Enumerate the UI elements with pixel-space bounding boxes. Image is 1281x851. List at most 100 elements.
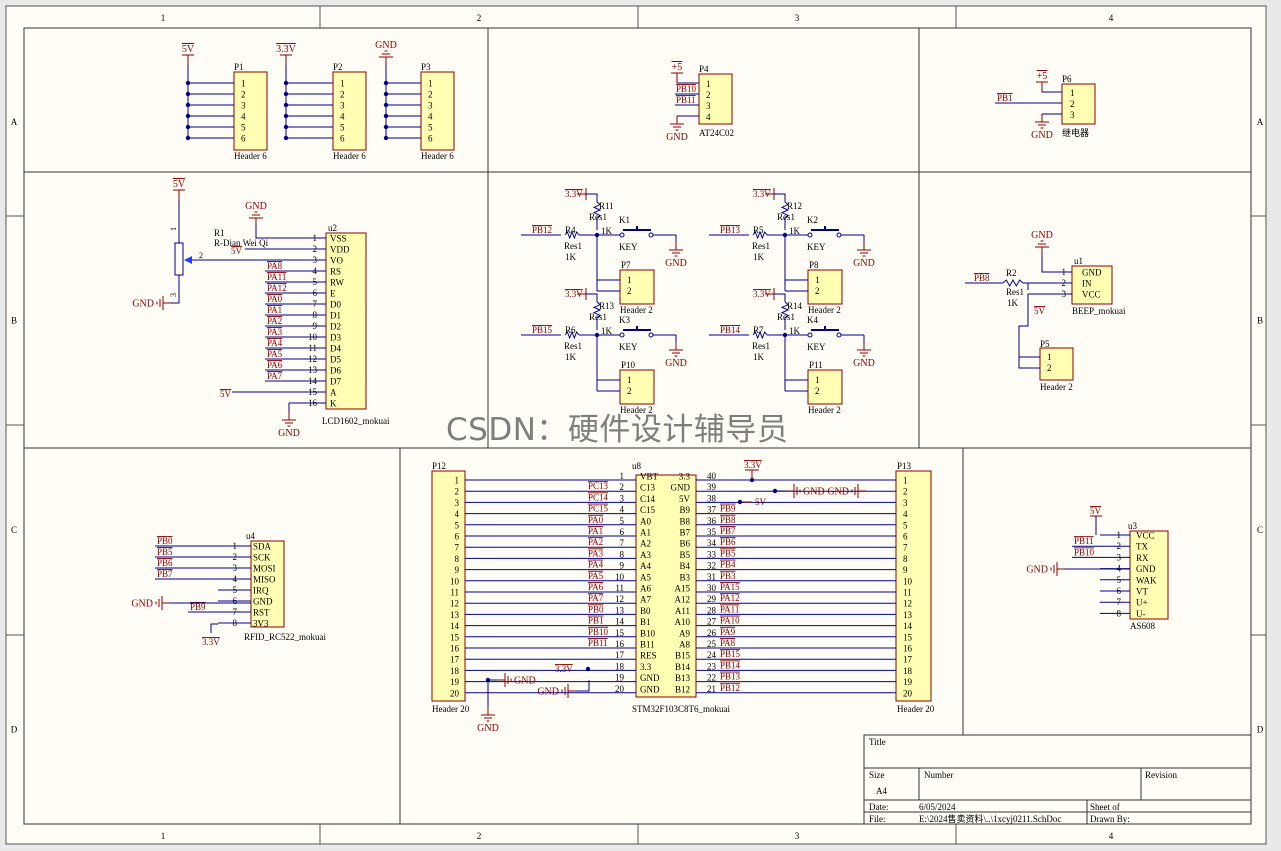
pin-number: 17: [615, 650, 625, 660]
gnd-label: GND: [245, 201, 267, 212]
net-label: PA12: [267, 283, 287, 293]
net-label: PB5: [157, 547, 173, 557]
power-label: 3.3V: [565, 189, 583, 199]
pin-number: 18: [903, 666, 913, 676]
pin-function: GND: [1082, 268, 1102, 278]
pin-number: 1: [241, 79, 246, 89]
component-name: STM32F103C8T6_mokuai: [632, 704, 731, 714]
pin-number: 2: [1047, 363, 1052, 373]
pin-number: 5: [241, 123, 246, 133]
size-label: Size: [869, 770, 885, 780]
pin-number: 3: [169, 293, 178, 297]
border-col-label: 4: [1109, 831, 1114, 841]
pin-number: 14: [615, 617, 625, 627]
pin-number: 8: [903, 554, 908, 564]
net-label: PB9: [720, 504, 736, 514]
resistor-ref: R4: [565, 225, 576, 235]
net-label: PA0: [588, 515, 604, 525]
connector-body-p8: [807, 269, 843, 305]
switch-ref: K4: [807, 315, 818, 325]
net-label: PA8: [267, 261, 283, 271]
connector-name: Header 2: [620, 405, 653, 415]
pin-number: 38: [707, 493, 717, 503]
pin-function: D4: [330, 344, 341, 354]
border-col-label: 2: [477, 13, 482, 23]
pin-number: 2: [903, 487, 908, 497]
pin-number: 6: [620, 527, 625, 537]
pin-function: A: [330, 388, 337, 398]
pin-function: U-: [1136, 609, 1146, 619]
mcu-body: [635, 474, 697, 698]
resistor-ref: R6: [565, 325, 576, 335]
power-label: 5V: [182, 44, 195, 55]
net-label: PB6: [720, 537, 736, 547]
resistor-ref: R5: [753, 225, 764, 235]
pin-number: 13: [450, 610, 460, 620]
gnd-label: GND: [537, 687, 559, 698]
pin-number: 1: [620, 471, 625, 481]
net-label: PA7: [267, 371, 283, 381]
connector-name: Header 2: [808, 305, 841, 315]
wire: [774, 193, 786, 202]
pin-number: 15: [615, 628, 625, 638]
sheet-outer-border: [5, 5, 1267, 845]
component-name: AS608: [1130, 621, 1156, 631]
pin-function: A9: [679, 628, 690, 638]
pin-number: 1: [340, 79, 345, 89]
resistor-ref: R13: [599, 301, 615, 311]
resistor-name: Res1: [589, 212, 607, 222]
switch-contact: [807, 332, 813, 338]
pin-number: 3: [903, 498, 908, 508]
net-label: PB11: [588, 638, 608, 648]
date-value: 6/05/2024: [919, 802, 956, 812]
pin-function: IRQ: [253, 586, 269, 596]
pin-number: 6: [241, 134, 246, 144]
pin-number: 1: [428, 79, 433, 89]
resistor-value: 1K: [753, 352, 765, 362]
pin-number: 1: [1070, 88, 1075, 98]
watermark-text: CSDN：硬件设计辅导员: [446, 412, 789, 448]
pin-number: 39: [707, 482, 717, 492]
series-resistor: [752, 230, 768, 240]
net-label: PB11: [676, 95, 696, 105]
gnd-label: GND: [853, 358, 875, 369]
pin-number: 32: [707, 561, 716, 571]
pullup-resistor: [592, 201, 602, 219]
as608-body: [1129, 530, 1169, 620]
pin-number: 10: [903, 576, 913, 586]
connector-name: Header 6: [234, 151, 267, 161]
rfid-body: [250, 540, 285, 628]
net-label: PB6: [157, 558, 173, 568]
resistor-value: 1K: [1007, 298, 1019, 308]
border-row-label: D: [1257, 725, 1264, 735]
connector-name: Header 6: [333, 151, 366, 161]
border-col-label: 3: [795, 13, 800, 23]
pin-function: A11: [675, 606, 690, 616]
pin-number: 22: [707, 673, 716, 683]
net-label: PA7: [588, 593, 604, 603]
pin-number: 33: [707, 549, 717, 559]
pin-number: 4: [241, 112, 246, 122]
pin-number: 8: [620, 549, 625, 559]
resistor-name: Res1: [564, 241, 582, 251]
pin-number: 1: [455, 476, 460, 486]
net-label: PB1: [997, 93, 1013, 103]
pin-function: B15: [675, 651, 691, 661]
lcd-body: [325, 232, 367, 410]
connector-ref: P12: [432, 461, 446, 471]
connector-body-p11: [807, 369, 843, 405]
net-label: PB7: [157, 569, 173, 579]
net-label: PA1: [588, 526, 603, 536]
gnd-label: GND: [131, 599, 153, 610]
pin-function: VSS: [330, 234, 347, 244]
drawn-by-label: Drawn By:: [1090, 814, 1130, 824]
pin-function: D1: [330, 311, 341, 321]
pin-function: B6: [679, 539, 690, 549]
pin-number: 7: [455, 543, 460, 553]
pin-function: RES: [640, 651, 657, 661]
pin-function: D7: [330, 377, 341, 387]
net-label: PA9: [720, 627, 736, 637]
wiper-arrow: [184, 256, 192, 264]
gnd-label: GND: [803, 487, 825, 498]
pin-number: 15: [450, 632, 460, 642]
